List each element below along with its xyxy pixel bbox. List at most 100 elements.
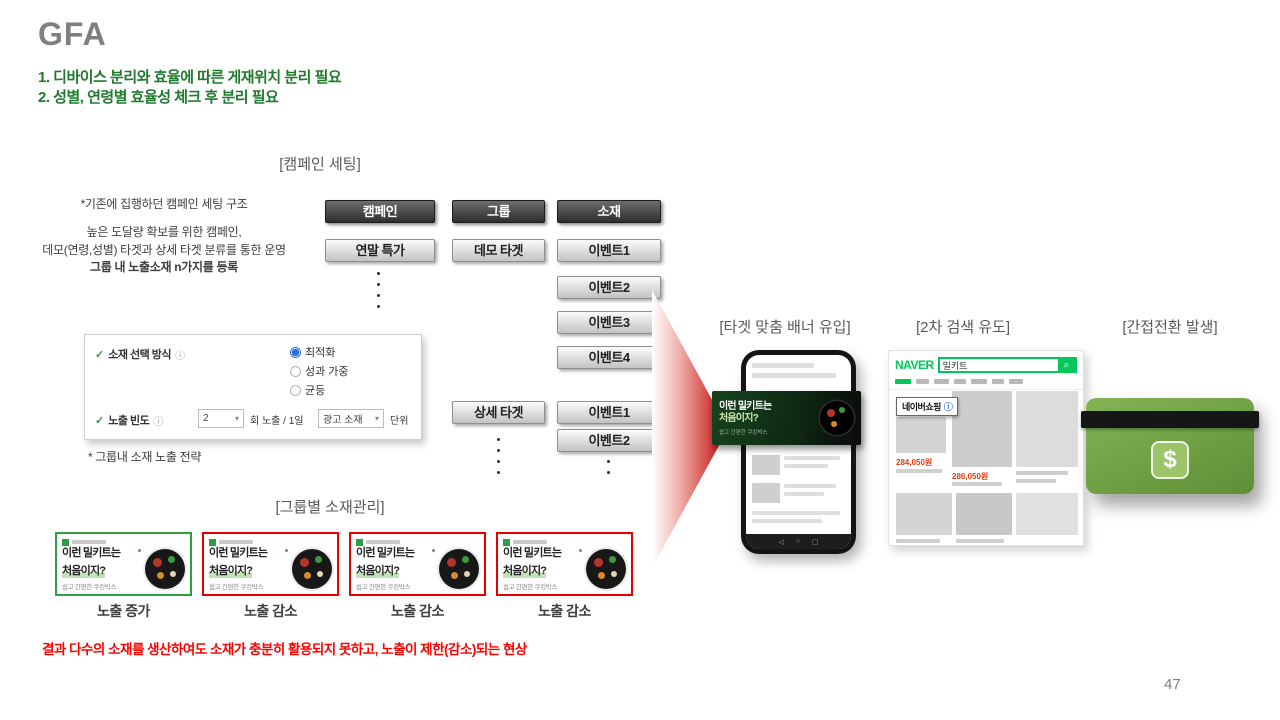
creative-selection-label: 소재 선택 방식 bbox=[108, 349, 172, 361]
nav-home-icon[interactable]: ○ bbox=[795, 538, 800, 545]
product-image[interactable] bbox=[1016, 391, 1078, 467]
radio-label-performance: 성과 가중 bbox=[305, 366, 349, 378]
text-placeholder bbox=[784, 484, 836, 488]
nav-tab[interactable] bbox=[916, 379, 929, 384]
radio-option-performance[interactable]: 성과 가중 bbox=[290, 363, 349, 379]
radio-option-optimize[interactable]: 최적화 bbox=[290, 344, 335, 360]
ad-creative-value: 광고 소재 bbox=[323, 415, 363, 426]
product-price: 284,050원 bbox=[896, 458, 933, 467]
nav-back-icon[interactable]: ◁ bbox=[778, 538, 784, 546]
chevron-down-icon: ▾ bbox=[374, 414, 379, 423]
search-icon[interactable]: ⌕ bbox=[1058, 359, 1075, 371]
ad-title-line1: 이런 밀키트는 bbox=[503, 547, 562, 560]
nav-recent-icon[interactable]: ▢ bbox=[812, 538, 819, 546]
text-placeholder bbox=[896, 539, 940, 543]
naver-tab-bar bbox=[889, 377, 1083, 390]
herb-dot bbox=[432, 549, 435, 552]
nav-tab[interactable] bbox=[954, 379, 966, 384]
radio-unselected-icon bbox=[290, 365, 301, 377]
brand-logo-icon bbox=[356, 538, 363, 546]
banner-card-3: 이런 밀키트는 처음이지? 쉽고 간편한 쿠킹박스 bbox=[349, 532, 486, 596]
text-placeholder bbox=[1016, 479, 1056, 483]
tooltip-label: 네이버쇼핑 bbox=[902, 402, 941, 412]
conclusion-text: 결과 다수의 소재를 생산하여도 소재가 충분히 활용되지 못하고, 노출이 제… bbox=[42, 642, 527, 657]
naver-shopping-tooltip[interactable]: 네이버쇼핑 ⓘ bbox=[896, 397, 959, 416]
event-button-detail-2[interactable]: 이벤트2 bbox=[557, 429, 661, 452]
status-label-1: 노출 증가 bbox=[97, 603, 150, 619]
campaign-button-yearend[interactable]: 연말 특가 bbox=[325, 239, 435, 262]
banner-body: 이런 밀키트는 처음이지? 쉽고 간편한 쿠킹박스 bbox=[209, 547, 332, 591]
product-image[interactable] bbox=[956, 493, 1012, 535]
radio-unselected-icon bbox=[290, 384, 301, 396]
search-input[interactable]: 밀키트 ⌕ bbox=[937, 357, 1077, 373]
nav-tab[interactable] bbox=[1009, 379, 1023, 384]
ad-title-line2: 처음이지? bbox=[503, 564, 547, 578]
event-button-demo-1[interactable]: 이벤트1 bbox=[557, 239, 661, 262]
text-placeholder bbox=[784, 456, 840, 460]
nav-tab[interactable] bbox=[934, 379, 949, 384]
nav-tab[interactable] bbox=[992, 379, 1004, 384]
dollar-badge: $ bbox=[1151, 441, 1189, 479]
check-icon: ✓ bbox=[95, 348, 105, 361]
creative-settings-panel: ✓ 소재 선택 방식 ⓘ 최적화 성과 가중 균등 ✓ 노출 빈도 ⓘ 2 ▾ … bbox=[84, 334, 422, 440]
text-placeholder bbox=[952, 482, 1002, 486]
frequency-count-select[interactable]: 2 ▾ bbox=[198, 409, 244, 428]
event-button-demo-3[interactable]: 이벤트3 bbox=[557, 311, 661, 334]
section-label-group-creatives: [그룹별 소재관리] bbox=[275, 499, 385, 516]
feed-image-placeholder bbox=[752, 483, 780, 503]
banner-body: 이런 밀키트는 처음이지? 쉽고 간편한 쿠킹박스 bbox=[356, 547, 479, 591]
subtitle-2: 2. 성별, 연령별 효율성 체크 후 분리 필요 bbox=[38, 89, 279, 106]
product-image[interactable] bbox=[1016, 493, 1078, 535]
campaign-structure-description: *기존에 집행하던 캠페인 세팅 구조 높은 도달량 확보를 위한 캠페인, 데… bbox=[28, 196, 300, 277]
column-header-creative[interactable]: 소재 bbox=[557, 200, 661, 223]
ad-subtitle: 쉽고 간편한 쿠킹박스 bbox=[356, 583, 411, 591]
nav-tab[interactable] bbox=[971, 379, 987, 384]
food-plate-image bbox=[820, 401, 854, 435]
banner-card-2: 이런 밀키트는 처음이지? 쉽고 간편한 쿠킹박스 bbox=[202, 532, 339, 596]
phone-screen: ◁ ○ ▢ bbox=[746, 355, 851, 549]
naver-logo: NAVER bbox=[895, 358, 934, 372]
banner-brand-row bbox=[209, 537, 332, 547]
frequency-unit-text: 회 노출 / 1일 bbox=[250, 416, 304, 427]
text-placeholder bbox=[784, 464, 828, 468]
frequency-row-label: ✓ 노출 빈도 ⓘ bbox=[95, 412, 163, 428]
column-header-group[interactable]: 그룹 bbox=[452, 200, 545, 223]
radio-option-equal[interactable]: 균등 bbox=[290, 382, 325, 398]
ad-creative-select[interactable]: 광고 소재 ▾ bbox=[318, 409, 384, 428]
group-button-detail-target[interactable]: 상세 타겟 bbox=[452, 401, 545, 424]
status-label-4: 노출 감소 bbox=[538, 603, 591, 619]
text-placeholder bbox=[896, 469, 942, 473]
food-plate-image bbox=[586, 549, 626, 589]
group-button-demo-target[interactable]: 데모 타겟 bbox=[452, 239, 545, 262]
subtitle-1: 1. 디바이스 분리와 효율에 따른 게재위치 분리 필요 bbox=[38, 69, 342, 86]
status-label-2: 노출 감소 bbox=[244, 603, 297, 619]
herb-dot bbox=[474, 555, 477, 558]
product-image[interactable] bbox=[896, 417, 946, 453]
food-plate-image bbox=[439, 549, 479, 589]
herb-dot bbox=[285, 549, 288, 552]
text-placeholder bbox=[784, 492, 824, 496]
ellipsis-dots-group bbox=[497, 438, 500, 474]
desc-line-3: 데모(연령,성별) 타겟과 상세 타겟 분류를 통한 운영 bbox=[42, 242, 286, 257]
funnel-label-banner-inflow: [타겟 맞춤 배너 유입] bbox=[719, 319, 851, 336]
page-title: GFA bbox=[38, 16, 107, 52]
text-placeholder bbox=[752, 373, 836, 378]
nav-tab[interactable] bbox=[895, 379, 911, 384]
ad-title-line1: 이런 밀키트는 bbox=[719, 400, 772, 412]
magnetic-stripe bbox=[1081, 411, 1259, 428]
column-header-campaign[interactable]: 캠페인 bbox=[325, 200, 435, 223]
product-image[interactable] bbox=[952, 391, 1012, 467]
event-button-demo-4[interactable]: 이벤트4 bbox=[557, 346, 661, 369]
ad-subtitle: 쉽고 간편한 쿠킹박스 bbox=[503, 583, 558, 591]
product-image[interactable] bbox=[896, 493, 952, 535]
check-icon: ✓ bbox=[95, 414, 105, 427]
event-button-detail-1[interactable]: 이벤트1 bbox=[557, 401, 661, 424]
banner-brand-row bbox=[62, 537, 185, 547]
mobile-banner-ad[interactable]: 이런 밀키트는 처음이지? 쉽고 간편한 쿠킹박스 bbox=[712, 391, 861, 445]
event-button-demo-2[interactable]: 이벤트2 bbox=[557, 276, 661, 299]
product-price: 286,050원 bbox=[952, 472, 989, 481]
ad-subtitle: 쉽고 간편한 쿠킹박스 bbox=[209, 583, 264, 591]
unit-text: 단위 bbox=[390, 416, 409, 427]
desc-line-1: *기존에 집행하던 캠페인 세팅 구조 bbox=[80, 197, 248, 211]
phone-nav-bar: ◁ ○ ▢ bbox=[746, 534, 851, 549]
